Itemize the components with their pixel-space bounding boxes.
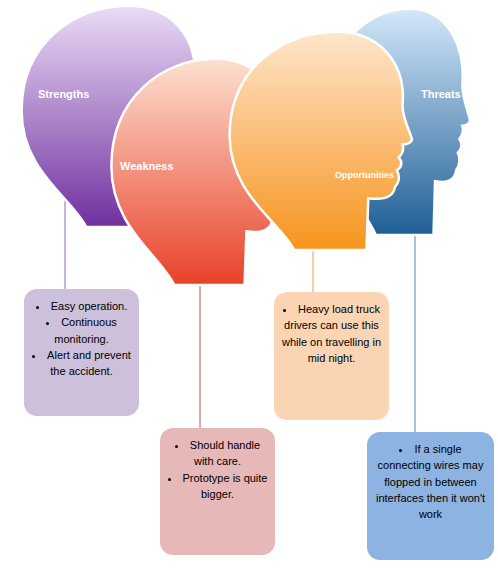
leader-line: [200, 281, 201, 428]
weakness-head: Weakness: [104, 55, 289, 285]
opportunities-box: Heavy load truck drivers can use this wh…: [274, 292, 389, 420]
bullet-item: Should handle with care.: [166, 437, 269, 470]
head-label: Strengths: [38, 88, 89, 100]
bullet-list: Heavy load truck drivers can use this wh…: [280, 301, 383, 366]
leader-line: [313, 246, 314, 292]
bullet-item: Continuous monitoring.: [30, 314, 133, 347]
head-silhouette: [318, 5, 470, 235]
bullet-item: Alert and prevent the accident.: [30, 347, 133, 380]
leader-line: [415, 231, 416, 432]
weakness-box: Should handle with care.Prototype is qui…: [160, 428, 275, 555]
bullet-item: Easy operation.: [30, 298, 133, 314]
head-silhouette: [14, 2, 204, 227]
bullet-item: Prototype is quite bigger.: [166, 470, 269, 503]
bullet-list: If a single connecting wires may flopped…: [373, 441, 488, 522]
bullet-list: Easy operation.Continuous monitoring.Ale…: [30, 298, 133, 379]
leader-line: [65, 197, 66, 289]
threats-box: If a single connecting wires may flopped…: [367, 432, 494, 560]
head-label: Opportunities: [335, 170, 394, 180]
bullet-item: Heavy load truck drivers can use this wh…: [280, 301, 383, 366]
opportunities-head: Opportunities: [222, 28, 412, 250]
head-silhouette: [222, 28, 412, 250]
threats-head: Threats: [318, 5, 470, 235]
head-label: Weakness: [120, 160, 174, 172]
strengths-head: Strengths: [14, 2, 204, 227]
bullet-list: Should handle with care.Prototype is qui…: [166, 437, 269, 502]
head-outline: [324, 9, 470, 235]
bullet-item: If a single connecting wires may flopped…: [373, 441, 488, 522]
strengths-box: Easy operation.Continuous monitoring.Ale…: [24, 289, 139, 416]
head-label: Threats: [421, 88, 461, 100]
